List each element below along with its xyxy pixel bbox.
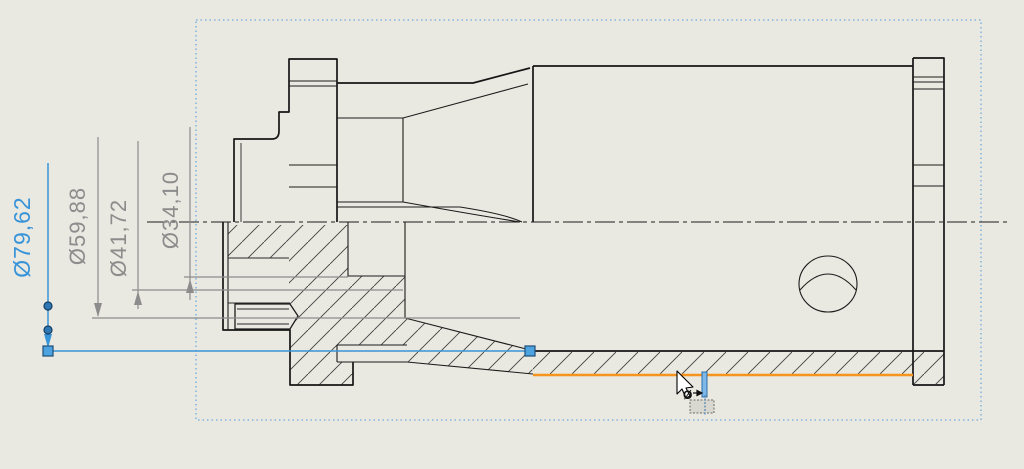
dimension-handle-circle[interactable] (43, 301, 53, 311)
side-hole[interactable] (798, 255, 858, 313)
dimension-34-10[interactable]: Ø34,10 (158, 127, 348, 300)
dimension-handle-square[interactable] (42, 345, 54, 357)
mouse-cursor: Ø (676, 370, 715, 416)
dimension-41-72[interactable]: Ø41,72 (106, 141, 403, 309)
tapped-hole[interactable] (234, 303, 299, 330)
dimension-79-62[interactable]: Ø79,62 (9, 163, 536, 357)
selection-box (195, 19, 982, 421)
smart-dimension-cursor-icon: Ø (683, 371, 715, 416)
dimension-label-41-72[interactable]: Ø41,72 (106, 199, 131, 277)
diameter-symbol: Ø (683, 388, 692, 402)
dimension-handle-circle[interactable] (43, 325, 53, 335)
dimension-label-59-88[interactable]: Ø59,88 (65, 187, 90, 265)
section-hatching (228, 225, 944, 385)
dimension-arrow (44, 334, 52, 348)
dimension-label-34-10[interactable]: Ø34,10 (158, 171, 183, 249)
dimension-handle-square[interactable] (524, 345, 536, 357)
dimension-59-88[interactable]: Ø59,88 (65, 137, 520, 319)
part-outline[interactable] (222, 57, 945, 386)
dimension-label-79-62[interactable]: Ø79,62 (9, 196, 35, 277)
